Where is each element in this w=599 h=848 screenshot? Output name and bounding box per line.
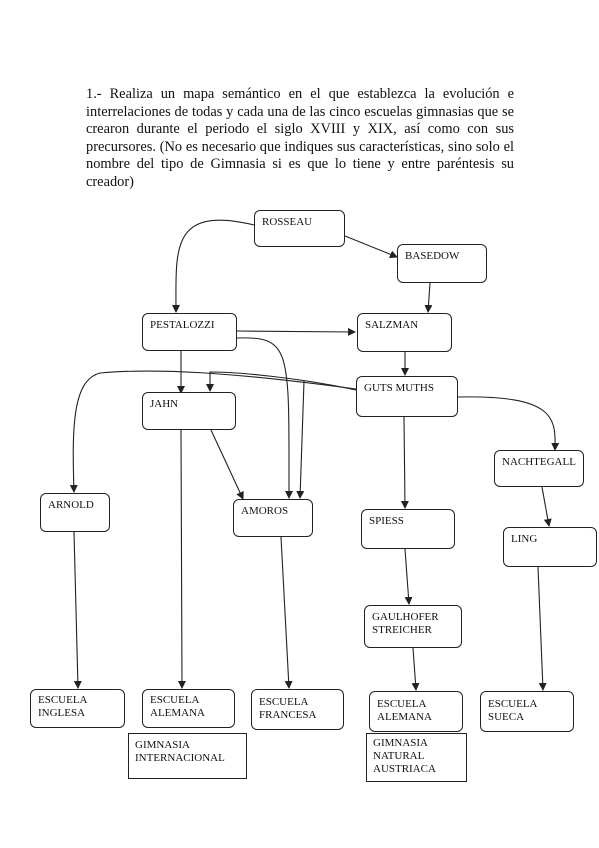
edge-nachtegall-ling (541, 486, 552, 527)
node-escuela-francesa: ESCUELA FRANCESA (251, 689, 344, 730)
edge-guts-muths-spiess (400, 416, 409, 509)
node-escuela-alemana-1: ESCUELA ALEMANA (142, 689, 235, 728)
node-guts-muths: GUTS MUTHS (356, 376, 458, 417)
edge-guts-muths-nachtegall (457, 396, 560, 451)
edge-jahn-escuela-alemana-1 (177, 429, 186, 689)
node-escuela-inglesa: ESCUELA INGLESA (30, 689, 125, 728)
edge-ling-escuela-sueca (537, 566, 547, 691)
node-ling: LING (503, 527, 597, 567)
node-basedow: BASEDOW (397, 244, 487, 283)
edge-spiess-gaulhofer (404, 548, 413, 605)
edge-guts-muths-arnold (69, 370, 357, 493)
node-pestalozzi: PESTALOZZI (142, 313, 237, 351)
node-nachtegall: NACHTEGALL (494, 450, 584, 487)
node-jahn: JAHN (142, 392, 236, 430)
edge-basedow-salzman (424, 282, 433, 313)
node-salzman: SALZMAN (357, 313, 452, 352)
edge-jahn-amoros (210, 429, 244, 500)
node-gaulhofer-streicher: GAULHOFER STREICHER (364, 605, 462, 648)
edge-arnold-escuela-inglesa (73, 531, 82, 689)
edge-rosseau-pestalozzi (171, 219, 255, 313)
edge-gaulhofer-escuela-alemana-2 (411, 647, 420, 691)
edge-pestalozzi-amoros (236, 337, 294, 499)
node-rosseau: ROSSEAU (254, 210, 345, 247)
node-arnold: ARNOLD (40, 493, 110, 532)
node-escuela-sueca: ESCUELA SUECA (480, 691, 574, 732)
box-gimnasia-internacional: GIMNASIA INTERNACIONAL (128, 733, 247, 779)
question-text: 1.- Realiza un mapa semántico en el que … (86, 86, 514, 190)
node-spiess: SPIESS (361, 509, 455, 549)
node-escuela-alemana-2: ESCUELA ALEMANA (369, 691, 463, 732)
edge-pestalozzi-salzman (234, 327, 356, 336)
edge-rosseau-basedow (344, 235, 398, 259)
box-gimnasia-natural-austriaca: GIMNASIA NATURAL AUSTRIACA (366, 733, 467, 782)
node-amoros: AMOROS (233, 499, 313, 537)
edge-guts-muths-amoros (296, 380, 305, 499)
edge-amoros-escuela-francesa (280, 536, 293, 689)
